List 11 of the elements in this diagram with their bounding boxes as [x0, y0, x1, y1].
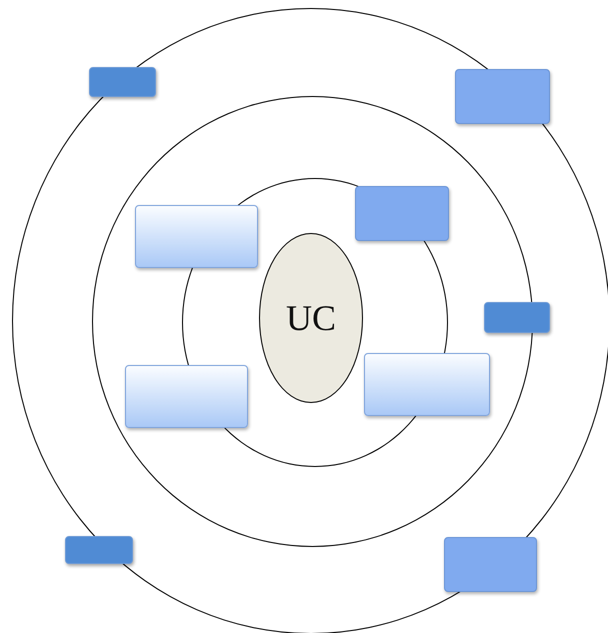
node-label: UC: [286, 297, 336, 339]
empty-box: [364, 353, 490, 416]
empty-box: [484, 302, 550, 333]
empty-box: [355, 186, 449, 241]
empty-box: [455, 69, 550, 124]
empty-box: [89, 67, 156, 97]
empty-box: [135, 205, 258, 268]
empty-box: [65, 536, 133, 564]
empty-box: [444, 537, 537, 592]
ring: [12, 8, 608, 633]
empty-box: [125, 365, 248, 428]
